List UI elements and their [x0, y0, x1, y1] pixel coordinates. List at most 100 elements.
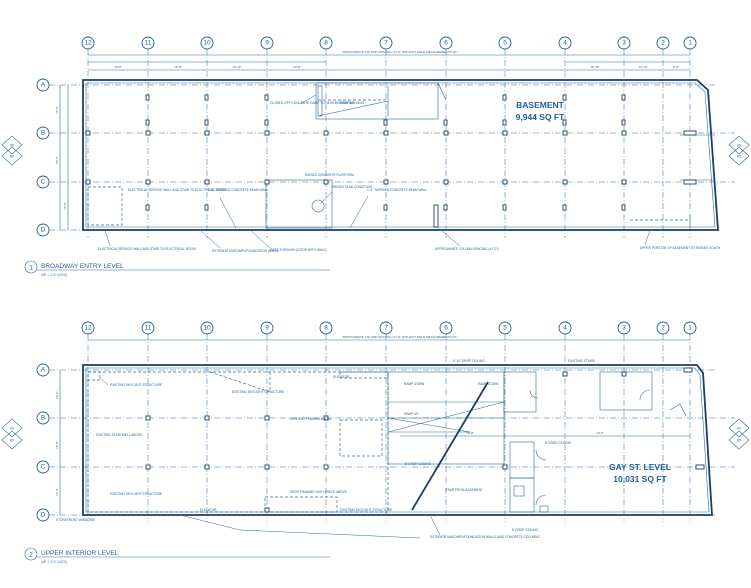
plan-title-1: 1 BROADWAY ENTRY LEVEL 1/8" = 1'-0" (±22… — [24, 260, 330, 277]
svg-text:11: 11 — [145, 325, 152, 332]
svg-text:19'-10": 19'-10" — [232, 65, 241, 69]
elevation-markers-2: A5 B5 A5 B5 — [1, 418, 750, 450]
svg-text:RAMP DOWN: RAMP DOWN — [404, 382, 425, 386]
svg-text:16'-8": 16'-8" — [114, 65, 122, 69]
upper-rooms — [503, 371, 687, 513]
col-bubble-3-b: 3 — [617, 321, 631, 335]
row-bubble-a-2: A — [36, 363, 50, 377]
svg-text:A: A — [41, 82, 46, 89]
dimension-strings-1: APPROXIMATE COLUMN SPACING (±1'-0" WITHO… — [55, 50, 690, 230]
skylight-outline — [339, 419, 383, 457]
svg-text:7: 7 — [384, 40, 388, 47]
svg-text:D: D — [41, 512, 46, 519]
svg-text:UPPER INTERIOR LEVEL: UPPER INTERIOR LEVEL — [41, 550, 119, 557]
svg-text:A: A — [41, 367, 46, 374]
svg-text:6: 6 — [444, 325, 448, 332]
row-bubble-c: C — [36, 175, 50, 189]
svg-text:3: 3 — [622, 325, 626, 332]
svg-text:RAMP DOWN: RAMP DOWN — [478, 382, 499, 386]
svg-text:RAMP UP: RAMP UP — [404, 412, 418, 416]
svg-text:4: 4 — [563, 325, 567, 332]
col-bubble-4-b: 4 — [558, 321, 572, 335]
basement-ramp: RAMP UP — [315, 82, 447, 120]
row-bubble-b: B — [36, 126, 50, 140]
svg-text:50'-0": 50'-0" — [55, 156, 59, 164]
svg-text:A5: A5 — [10, 427, 14, 431]
svg-text:8: 8 — [324, 325, 328, 332]
svg-text:12: 12 — [84, 325, 92, 332]
svg-text:BROADWAY ENTRY LEVEL: BROADWAY ENTRY LEVEL — [41, 263, 124, 270]
row-bubble-c-2: C — [36, 460, 50, 474]
svg-text:EXTERIOR MASONRY/FOUNDATION WA: EXTERIOR MASONRY/FOUNDATION WALLS AND CO… — [430, 535, 540, 539]
svg-text:B: B — [41, 415, 45, 422]
svg-text:PASS-THROUGH (DOOR WITH WALL): PASS-THROUGH (DOOR WITH WALL) — [270, 248, 327, 252]
basement-inner-wall — [85, 82, 716, 228]
col-bubble-7: 7 — [379, 36, 393, 50]
svg-text:1: 1 — [29, 265, 33, 272]
svg-text:19'-8": 19'-8" — [596, 431, 604, 435]
svg-text:EXISTING SKYLIGHT STRUCTURE: EXISTING SKYLIGHT STRUCTURE — [110, 492, 162, 496]
col-bubble-7-b: 7 — [379, 321, 393, 335]
row-bubble-d-2: D — [36, 508, 50, 522]
svg-text:B5: B5 — [737, 439, 741, 443]
svg-text:19'-10": 19'-10" — [590, 65, 599, 69]
svg-text:5: 5 — [503, 325, 507, 332]
row-bubble-b-2: B — [36, 411, 50, 425]
row-bubbles-2: A B C D — [36, 363, 50, 522]
col-bubble-4: 4 — [558, 36, 572, 50]
col-bubble-10-b: 10 — [200, 321, 214, 335]
col-bubble-11-b: 11 — [141, 321, 155, 335]
svg-text:12: 12 — [84, 40, 92, 47]
svg-text:APPROXIMATE COLUMN SPACING (±1: APPROXIMATE COLUMN SPACING (±1'-0" WITHO… — [342, 335, 457, 339]
svg-text:1: 1 — [688, 40, 692, 47]
svg-text:EXISTING STAIR WELL ABOVE: EXISTING STAIR WELL ABOVE — [96, 433, 142, 437]
svg-text:B: B — [41, 130, 45, 137]
upper-ramps: RAMP DOWN RAMP UP RAMP DOWN — [387, 371, 505, 511]
col-bubble-12-b: 12 — [81, 321, 95, 335]
raised-platform-outline — [265, 179, 333, 229]
svg-text:RAISED SLAB CONDITION: RAISED SLAB CONDITION — [332, 185, 372, 189]
col-bubble-5: 5 — [498, 36, 512, 50]
basement-area-name: BASEMENT — [516, 100, 565, 110]
basement-area-size: 9,944 SQ FT — [516, 112, 565, 122]
column-bubbles-top: 12 11 10 9 8 7 6 5 4 3 2 1 — [81, 36, 697, 50]
svg-text:10: 10 — [203, 40, 211, 47]
col-bubble-6: 6 — [439, 36, 453, 50]
svg-text:5: 5 — [503, 40, 507, 47]
col-bubble-6-b: 6 — [439, 321, 453, 335]
svg-text:13'-10": 13'-10" — [638, 65, 647, 69]
svg-text:STAIR FROM BASEMENT: STAIR FROM BASEMENT — [445, 488, 483, 492]
svg-text:16'-0": 16'-0" — [55, 488, 59, 496]
electrical-room-outline — [87, 186, 123, 226]
raised-platform-circle — [311, 199, 325, 213]
svg-text:9: 9 — [265, 40, 269, 47]
svg-text:B5: B5 — [737, 155, 741, 159]
upper-inner-wall — [85, 367, 710, 513]
svg-text:RAISED CONCRETE PLATFORM: RAISED CONCRETE PLATFORM — [305, 173, 354, 177]
svg-text:B5: B5 — [10, 439, 14, 443]
col-bubble-8: 8 — [319, 36, 333, 50]
svg-text:D: D — [41, 227, 46, 234]
upper-columns — [145, 367, 705, 513]
svg-text:9: 9 — [265, 325, 269, 332]
svg-text:8' DROP CEILING: 8' DROP CEILING — [405, 462, 432, 466]
svg-text:8' DROP CEILING: 8' DROP CEILING — [545, 441, 572, 445]
svg-text:1: 1 — [688, 325, 692, 332]
svg-text:1'-6" TAPERED CONCRETE BEAM WA: 1'-6" TAPERED CONCRETE BEAM WALL — [367, 188, 427, 192]
svg-text:1/8" = 1'-0" (±22X): 1/8" = 1'-0" (±22X) — [41, 560, 67, 564]
svg-text:ELEVATOR: ELEVATOR — [200, 508, 217, 512]
svg-text:C: C — [41, 464, 46, 471]
elevation-markers-1: A5 B5 A5 B5 — [1, 135, 750, 166]
svg-text:ELECTRICAL SERVICE WALL AND ST: ELECTRICAL SERVICE WALL AND STAIR TO ELE… — [128, 188, 226, 192]
col-bubble-5-b: 5 — [498, 321, 512, 335]
svg-text:EXISTING STAIRS: EXISTING STAIRS — [568, 359, 595, 363]
svg-text:1'-6" TAPERED CONCRETE BEAM WA: 1'-6" TAPERED CONCRETE BEAM WALL — [208, 188, 268, 192]
svg-text:DROP FRAMING HIGH SPACE ABOVE: DROP FRAMING HIGH SPACE ABOVE — [290, 490, 347, 494]
col-bubble-1-b: 1 — [683, 321, 697, 335]
svg-text:A5: A5 — [737, 427, 741, 431]
upper-area-name: GAY ST. LEVEL — [609, 462, 671, 472]
svg-text:9'-8": 9'-8" — [673, 65, 679, 69]
row-bubble-d: D — [36, 223, 50, 237]
svg-text:18'-0": 18'-0" — [55, 441, 59, 449]
col-bubble-3: 3 — [617, 36, 631, 50]
